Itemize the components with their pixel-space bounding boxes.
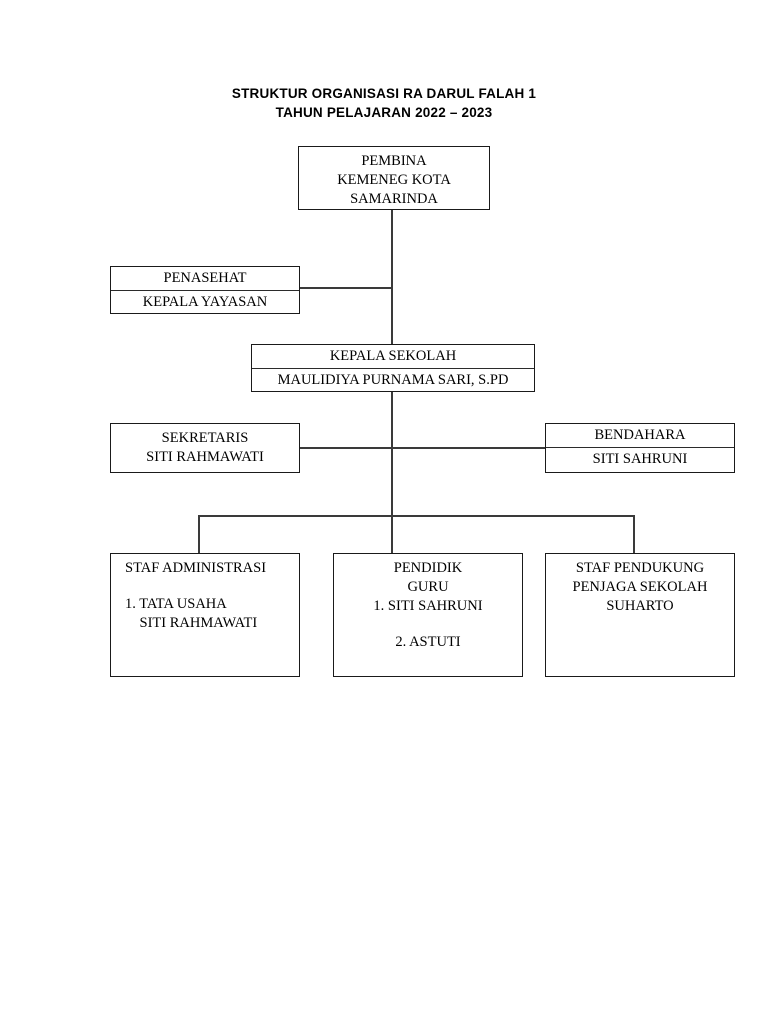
node-staf-administrasi[interactable]: STAF ADMINISTRASI 1. TATA USAHA SITI RAH… bbox=[110, 553, 300, 677]
node-penasehat[interactable]: PENASEHAT KEPALA YAYASAN bbox=[110, 266, 300, 314]
pendidik-heading: PENDIDIK bbox=[393, 560, 463, 576]
node-sekretaris[interactable]: SEKRETARIS SITI RAHMAWATI bbox=[110, 423, 300, 473]
sekretaris-content: SEKRETARIS SITI RAHMAWATI bbox=[111, 424, 299, 471]
staf-administrasi-heading: STAF ADMINISTRASI bbox=[125, 560, 267, 576]
connector-pembina-to-kepala bbox=[391, 210, 393, 345]
node-bendahara[interactable]: BENDAHARA SITI SAHRUNI bbox=[545, 423, 735, 473]
pendidik-subheading: GURU bbox=[407, 579, 449, 595]
pembina-content: PEMBINA KEMENEG KOTA SAMARINDA bbox=[299, 147, 489, 213]
connector-bus-to-staf-administrasi bbox=[198, 515, 200, 553]
staf-administrasi-spacer bbox=[125, 578, 291, 595]
node-staf-pendukung[interactable]: STAF PENDUKUNG PENJAGA SEKOLAH SUHARTO bbox=[545, 553, 735, 677]
connector-bus-to-staf-pendukung bbox=[633, 515, 635, 553]
staf-administrasi-item-1: 1. TATA USAHA bbox=[125, 596, 227, 612]
staf-pendukung-heading: STAF PENDUKUNG bbox=[575, 560, 705, 576]
sekretaris-name: SITI RAHMAWATI bbox=[146, 449, 264, 465]
connector-distribution-bus bbox=[198, 515, 634, 517]
staf-pendukung-name: SUHARTO bbox=[606, 598, 674, 614]
penasehat-role: PENASEHAT bbox=[111, 267, 299, 291]
staf-pendukung-role: PENJAGA SEKOLAH bbox=[572, 579, 708, 595]
staf-administrasi-item-1-name: SITI RAHMAWATI bbox=[125, 615, 258, 631]
pendidik-content: PENDIDIK GURU 1. SITI SAHRUNI 2. ASTUTI bbox=[334, 554, 522, 656]
title-line-2: TAHUN PELAJARAN 2022 – 2023 bbox=[275, 105, 493, 120]
bendahara-name: SITI SAHRUNI bbox=[592, 451, 688, 467]
penasehat-name: KEPALA YAYASAN bbox=[142, 294, 268, 310]
connector-kepala-to-bus bbox=[391, 392, 393, 553]
node-pembina[interactable]: PEMBINA KEMENEG KOTA SAMARINDA bbox=[298, 146, 490, 210]
pendidik-item-1: 1. SITI SAHRUNI bbox=[373, 598, 483, 614]
connector-sekretaris-bendahara bbox=[300, 447, 545, 449]
pembina-line-1: PEMBINA bbox=[361, 153, 427, 169]
staf-pendukung-content: STAF PENDUKUNG PENJAGA SEKOLAH SUHARTO bbox=[546, 554, 734, 620]
connector-penasehat-to-trunk bbox=[300, 287, 392, 289]
staf-administrasi-content: STAF ADMINISTRASI 1. TATA USAHA SITI RAH… bbox=[111, 554, 299, 637]
kepala-sekolah-name: MAULIDIYA PURNAMA SARI, S.PD bbox=[277, 372, 509, 388]
bendahara-role: BENDAHARA bbox=[546, 424, 734, 448]
kepala-sekolah-role: KEPALA SEKOLAH bbox=[252, 345, 534, 369]
pembina-line-2: KEMENEG KOTA bbox=[337, 172, 451, 188]
page-title: STRUKTUR ORGANISASI RA DARUL FALAH 1 TAH… bbox=[0, 84, 768, 122]
pendidik-spacer bbox=[342, 616, 514, 633]
sekretaris-role: SEKRETARIS bbox=[161, 430, 249, 446]
pendidik-item-2: 2. ASTUTI bbox=[395, 634, 461, 650]
node-pendidik[interactable]: PENDIDIK GURU 1. SITI SAHRUNI 2. ASTUTI bbox=[333, 553, 523, 677]
node-kepala-sekolah[interactable]: KEPALA SEKOLAH MAULIDIYA PURNAMA SARI, S… bbox=[251, 344, 535, 392]
title-line-1: STRUKTUR ORGANISASI RA DARUL FALAH 1 bbox=[231, 86, 537, 101]
pembina-line-3: SAMARINDA bbox=[350, 191, 438, 207]
